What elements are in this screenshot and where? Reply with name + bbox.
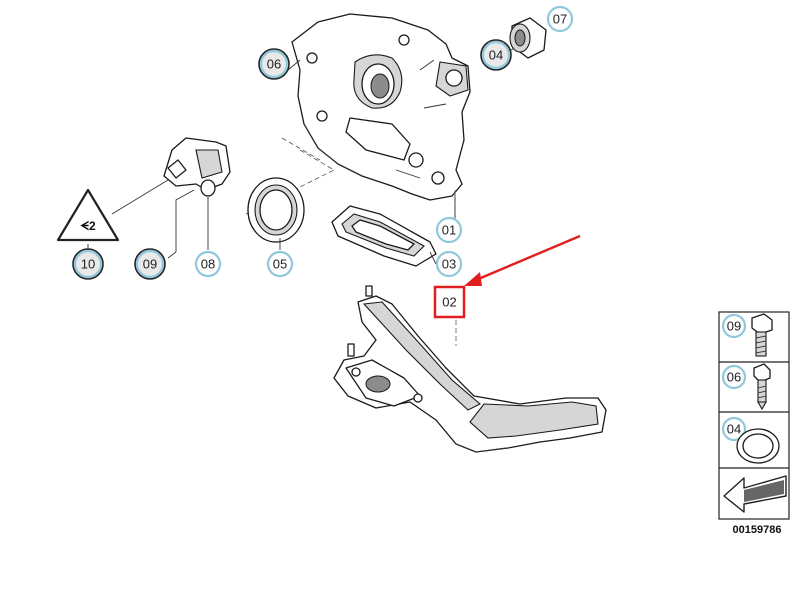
svg-text:08: 08 bbox=[201, 257, 215, 272]
gasket-part bbox=[331, 205, 437, 267]
svg-text:05: 05 bbox=[273, 257, 287, 272]
reference-number: 00159786 bbox=[733, 524, 782, 536]
side-bolt-m6[interactable]: 06 bbox=[721, 363, 771, 411]
callout-07[interactable]: 07 bbox=[546, 5, 574, 33]
assembly-line bbox=[281, 137, 321, 161]
sensor-part bbox=[163, 137, 231, 197]
leader-line bbox=[175, 189, 195, 252]
callout-01[interactable]: 01 bbox=[435, 216, 463, 244]
callout-08[interactable]: 08 bbox=[194, 250, 222, 278]
svg-text:03: 03 bbox=[442, 257, 456, 272]
svg-text:09: 09 bbox=[727, 319, 741, 334]
warning-symbol: ᗕ2 bbox=[80, 219, 96, 233]
leader-line bbox=[111, 179, 169, 215]
callout-03[interactable]: 03 bbox=[435, 250, 463, 278]
svg-text:06: 06 bbox=[267, 57, 281, 72]
callout-06[interactable]: 06 bbox=[258, 48, 290, 80]
callout-10[interactable]: 10 bbox=[72, 248, 104, 280]
highlight-box bbox=[433, 285, 466, 319]
svg-text:01: 01 bbox=[442, 223, 456, 238]
highlight-arrow-head bbox=[464, 272, 482, 286]
callout-05[interactable]: 05 bbox=[266, 250, 294, 278]
highlight-arrow bbox=[475, 234, 581, 282]
leader-line bbox=[287, 59, 301, 71]
svg-text:06: 06 bbox=[727, 370, 741, 385]
leader-line bbox=[429, 251, 437, 265]
svg-text:04: 04 bbox=[489, 48, 503, 63]
svg-text:10: 10 bbox=[81, 257, 95, 272]
svg-text:09: 09 bbox=[143, 257, 157, 272]
svg-text:02: 02 bbox=[442, 295, 456, 310]
side-bolt-m8[interactable]: 09 bbox=[721, 313, 773, 357]
side-panel: 09 06 04 bbox=[718, 311, 790, 520]
oil-pump-housing bbox=[291, 13, 471, 201]
direction-arrow-icon bbox=[723, 475, 787, 513]
svg-text:07: 07 bbox=[553, 12, 567, 27]
warning-triangle-icon: ᗕ2 bbox=[56, 188, 120, 242]
suction-pipe-part bbox=[333, 285, 607, 453]
callout-02[interactable]: 02 bbox=[433, 285, 466, 319]
callout-09[interactable]: 09 bbox=[134, 248, 166, 280]
callout-04[interactable]: 04 bbox=[480, 39, 512, 71]
bushing-part bbox=[509, 17, 547, 59]
sealing-ring-part bbox=[247, 177, 305, 243]
svg-text:04: 04 bbox=[727, 422, 741, 437]
leader-line bbox=[167, 251, 177, 259]
side-sealing-ring[interactable]: 04 bbox=[721, 416, 780, 464]
